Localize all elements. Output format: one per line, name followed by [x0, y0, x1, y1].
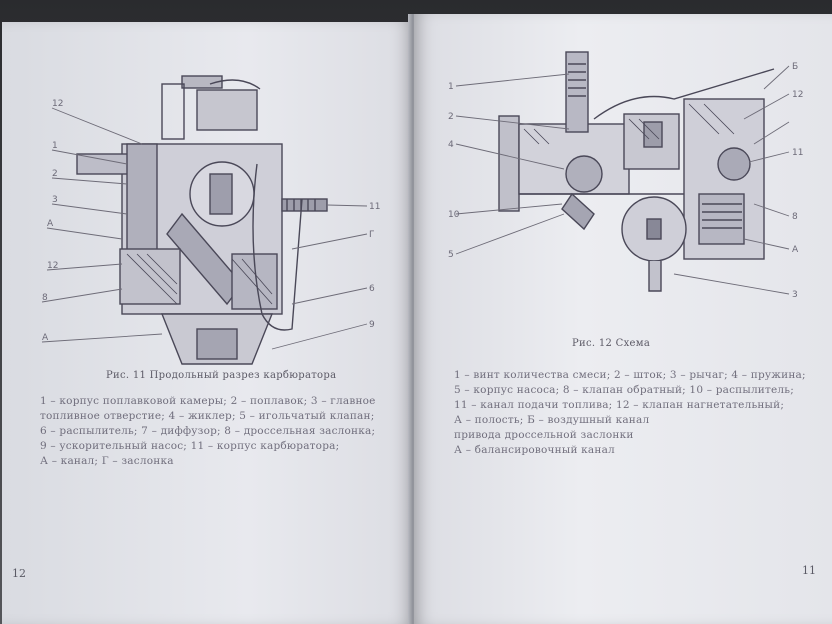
carburetor-section-drawing: 12 1 2 3 А 12 8 А 11 Г 6 9	[41, 75, 380, 365]
page-number: 12	[12, 567, 26, 580]
legend-line: 1 – корпус поплавковой камеры; 2 – попла…	[40, 395, 376, 407]
left-page: 12 1 2 3 А 12 8 А 11 Г 6 9 Рис. 11 Продо…	[2, 22, 412, 624]
fig-label: 5	[448, 250, 454, 260]
fig-label: Б	[792, 62, 798, 72]
mechanism-diagram-figure: 1 2 4 10 5 Б 12 11 8 А 3	[444, 44, 814, 309]
legend-line: А – канал; Г – заслонка	[40, 455, 174, 467]
fig-label: 1	[52, 141, 58, 151]
legend-line: 6 – распылитель; 7 – диффузор; 8 – дросс…	[40, 425, 376, 437]
legend-line: топливное отверстие; 4 – жиклер; 5 – иго…	[40, 410, 375, 422]
figure-caption: Рис. 11 Продольный разрез карбюратора	[106, 370, 337, 381]
fig-label: А	[47, 219, 54, 229]
fig-label: А	[792, 245, 799, 255]
legend-line: А – балансировочный канал	[454, 444, 615, 456]
figure-legend: 1 – корпус поплавковой камеры; 2 – попла…	[40, 394, 380, 469]
fig-label: 8	[792, 212, 798, 222]
legend-line: привода дроссельной заслонки	[454, 429, 634, 441]
fig-label: 11	[369, 202, 380, 212]
fig-label: 3	[52, 195, 58, 205]
fig-label: 2	[52, 169, 58, 179]
figure-legend: 1 – винт количества смеси; 2 – шток; 3 –…	[454, 368, 814, 458]
legend-line: 5 – корпус насоса; 8 – клапан обратный; …	[454, 384, 794, 396]
fig-label: 8	[42, 293, 48, 303]
fig-label: 6	[369, 284, 375, 294]
legend-line: А – полость; Б – воздушный канал	[454, 414, 650, 426]
fig-label: 11	[792, 148, 803, 158]
fig-label: 3	[792, 290, 798, 300]
fig-label: 4	[448, 140, 454, 150]
carburetor-section-figure: 12 1 2 3 А 12 8 А 11 Г 6 9	[32, 74, 392, 379]
fig-label: А	[42, 333, 49, 343]
fig-label: 10	[448, 210, 460, 220]
legend-line: 9 – ускорительный насос; 11 – корпус кар…	[40, 440, 340, 452]
fig-label: 12	[792, 90, 803, 100]
page-number: 11	[802, 564, 816, 577]
legend-line: 1 – винт количества смеси; 2 – шток; 3 –…	[454, 369, 806, 381]
mechanism-drawing: 1 2 4 10 5 Б 12 11 8 А 3	[448, 51, 803, 300]
fig-label: 2	[448, 112, 454, 122]
fig-label: Г	[369, 230, 375, 240]
fig-label: 9	[369, 320, 375, 330]
fig-label: 12	[52, 99, 63, 109]
legend-line: 11 – канал подачи топлива; 12 – клапан н…	[454, 399, 785, 411]
fig-label: 1	[448, 82, 454, 92]
fig-label: 12	[47, 261, 58, 271]
book-gutter	[408, 14, 418, 624]
right-page: 1 2 4 10 5 Б 12 11 8 А 3 Рис. 12 Схема 1…	[414, 14, 832, 624]
figure-caption: Рис. 12 Схема	[572, 338, 651, 349]
